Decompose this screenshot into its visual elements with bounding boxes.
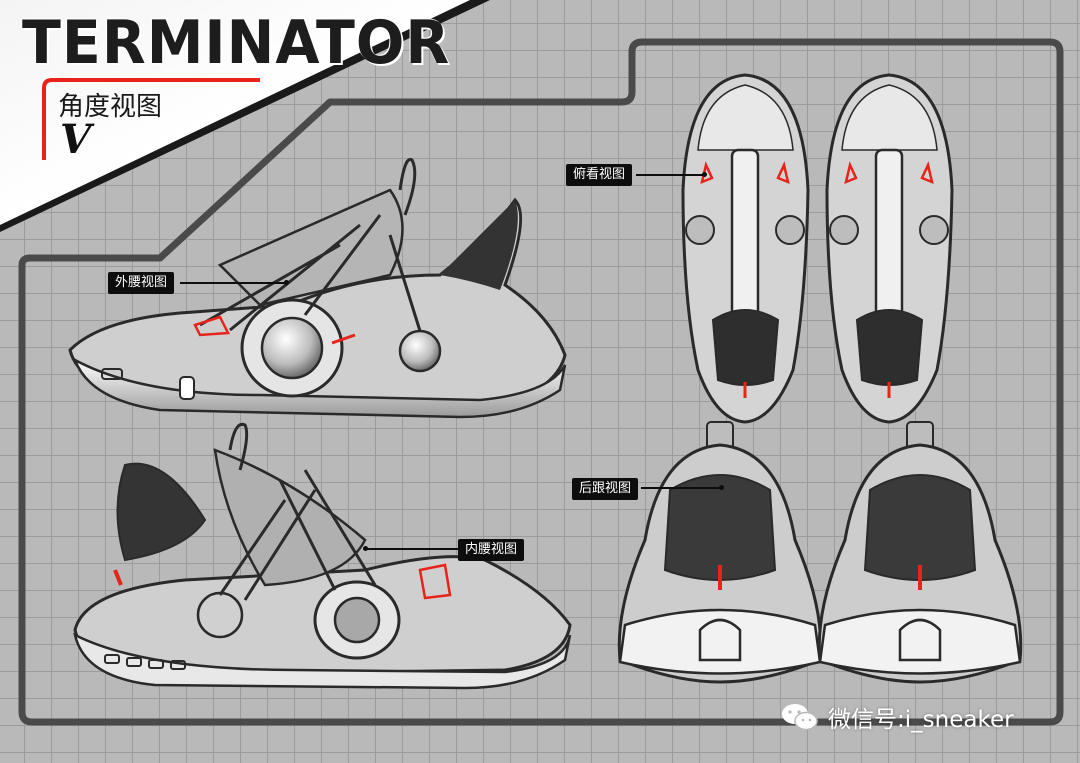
leader-dot-heel [719, 485, 724, 490]
shoe-heel-view-right [817, 421, 1023, 684]
leader-dot-top [702, 172, 707, 177]
subtitle: 角度视图 [58, 92, 163, 122]
page-title: TERMINATOR [22, 8, 451, 78]
label-heel-view: 后跟视图 [572, 478, 639, 500]
shoe-heel-view-left [617, 421, 823, 684]
shoe-top-view-left [681, 73, 810, 424]
label-lateral-view: 外腰视图 [108, 272, 175, 294]
label-top-view: 俯看视图 [566, 164, 633, 186]
leader-dot-lateral [284, 280, 289, 285]
brand-mark: V [60, 116, 92, 163]
shoe-lateral-view [68, 157, 567, 419]
shoe-medial-view [73, 422, 572, 690]
leader-lateral [180, 282, 285, 284]
shoe-top-view-right [825, 73, 954, 424]
wechat-icon [782, 704, 818, 731]
leader-dot-medial [363, 546, 368, 551]
watermark: 微信号:i_sneaker [780, 700, 1014, 734]
leader-heel [641, 487, 721, 489]
leader-medial [365, 548, 459, 550]
watermark-text: 微信号:i_sneaker [828, 707, 1014, 733]
leader-top [636, 174, 704, 176]
label-medial-view: 内腰视图 [458, 539, 525, 561]
